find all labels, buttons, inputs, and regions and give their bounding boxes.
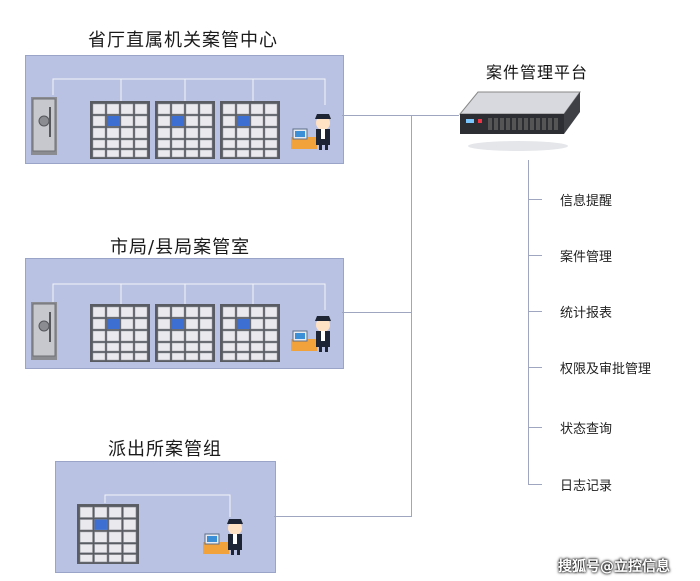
officer-workstation-icon [201, 516, 249, 556]
group-title-provincial: 省厅直属机关案管中心 [88, 30, 278, 51]
connector-line [342, 312, 412, 313]
network-lines-provincial [52, 78, 326, 105]
function-log-record: 日志记录 [560, 479, 613, 494]
safe-icon [31, 302, 57, 360]
function-status-query: 状态查询 [560, 422, 613, 437]
network-lines-city-county [52, 283, 326, 310]
evidence-locker-icon [220, 101, 280, 159]
function-tree-branch [528, 199, 542, 200]
safe-icon [31, 97, 57, 155]
connector-to-server [411, 115, 459, 116]
function-tree-branch [528, 367, 542, 368]
group-title-city-county: 市局/县局案管室 [110, 237, 251, 258]
evidence-locker-icon [220, 304, 280, 362]
evidence-locker-icon [90, 304, 150, 362]
evidence-locker-icon [77, 503, 139, 565]
evidence-locker-icon [155, 101, 215, 159]
connector-trunk [411, 115, 412, 517]
function-statistics-report: 统计报表 [560, 306, 613, 321]
rack-server-icon [458, 91, 581, 151]
network-lines-police-station [104, 494, 231, 517]
platform-title: 案件管理平台 [486, 63, 589, 82]
evidence-locker-icon [90, 101, 150, 159]
group-title-police-station: 派出所案管组 [108, 439, 222, 460]
watermark: 搜狐号@立控信息 [558, 559, 670, 575]
function-info-reminder: 信息提醒 [560, 194, 613, 209]
function-case-management: 案件管理 [560, 250, 613, 265]
function-tree-branch [528, 311, 542, 312]
connector-line [342, 115, 412, 116]
function-tree-branch [528, 427, 542, 428]
evidence-locker-icon [155, 304, 215, 362]
function-tree-branch [528, 484, 542, 485]
function-permission-approval: 权限及审批管理 [560, 362, 652, 377]
connector-line [274, 516, 412, 517]
function-tree-branch [528, 255, 542, 256]
officer-workstation-icon [289, 111, 337, 151]
officer-workstation-icon [289, 313, 337, 353]
function-tree-trunk [528, 160, 529, 485]
